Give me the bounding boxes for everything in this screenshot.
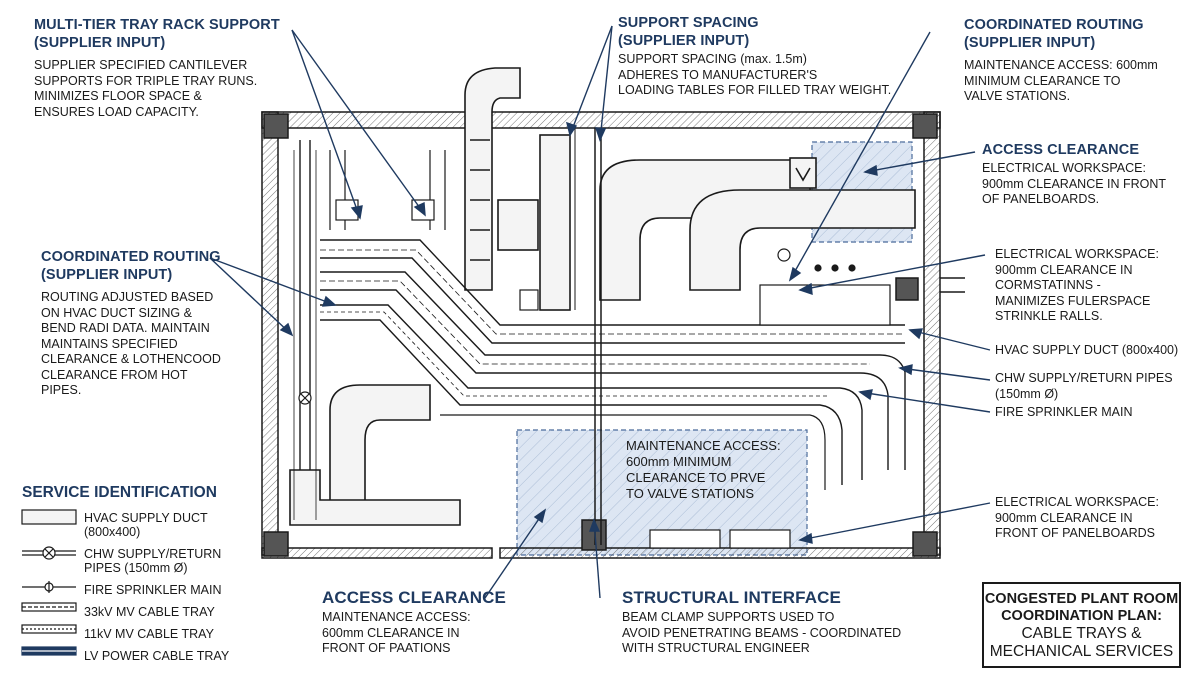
callout-multi-tier-support: MULTI-TIER TRAY RACK SUPPORT (SUPPLIER I… [34,16,280,120]
title-block-heading: CONGESTED PLANT ROOM COORDINATION PLAN: [984,591,1179,624]
callout-electrical-workspace-mid: ELECTRICAL WORKSPACE: 900mm CLEARANCE IN… [995,247,1159,325]
legend-label: 11kV MV CABLE TRAY [84,627,214,641]
legend-item-hvac-duct: HVAC SUPPLY DUCT (800x400) [20,508,235,544]
callout-access-clearance-bottom: ACCESS CLEARANCE MAINTENANCE ACCESS: 600… [322,588,506,657]
callout-body: ELECTRICAL WORKSPACE: 900mm CLEARANCE IN… [995,247,1159,323]
leader-lines [209,25,991,599]
service-identification-legend: SERVICE IDENTIFICATION HVAC SUPPLY DUCT … [20,484,235,668]
callout-body: CHW SUPPLY/RETURN PIPES (150mm Ø) [995,371,1173,401]
legend-item-33kv-tray: 33kV MV CABLE TRAY [20,602,235,624]
legend-item-chw-pipes: CHW SUPPLY/RETURN PIPES (150mm Ø) [20,544,235,580]
legend-title: SERVICE IDENTIFICATION [22,484,217,501]
drawing-title-block: CONGESTED PLANT ROOM COORDINATION PLAN: … [982,582,1181,668]
callout-chw-pipes: CHW SUPPLY/RETURN PIPES (150mm Ø) [995,371,1173,402]
hvac-riser-duct [464,67,521,291]
callout-heading: MULTI-TIER TRAY RACK SUPPORT (SUPPLIER I… [34,17,280,51]
callout-heading: STRUCTURAL INTERFACE [622,588,841,607]
legend-label: LV POWER CABLE TRAY [84,649,230,663]
legend-symbols [21,509,77,656]
callout-access-clearance-top: ACCESS CLEARANCE ELECTRICAL WORKSPACE: 9… [982,141,1166,208]
callout-heading: COORDINATED ROUTING (SUPPLIER INPUT) [964,17,1144,51]
title-block-subheading: CABLE TRAYS & MECHANICAL SERVICES [989,625,1174,660]
callout-heading: COORDINATED ROUTING (SUPPLIER INPUT) [41,249,221,283]
callout-support-spacing: SUPPORT SPACING (SUPPLIER INPUT) SUPPORT… [618,14,891,99]
legend-label: 33kV MV CABLE TRAY [84,605,215,619]
legend-item-11kv-tray: 11kV MV CABLE TRAY [20,624,235,646]
callout-body: BEAM CLAMP SUPPORTS USED TO AVOID PENETR… [622,610,902,655]
legend-label: CHW SUPPLY/RETURN PIPES (150mm Ø) [84,547,222,575]
callout-structural-interface: STRUCTURAL INTERFACE BEAM CLAMP SUPPORTS… [622,588,901,657]
callout-fire-sprinkler: FIRE SPRINKLER MAIN [995,405,1133,421]
callout-coordinated-routing-left: COORDINATED ROUTING (SUPPLIER INPUT) ROU… [41,248,221,399]
callout-body: SUPPORT SPACING (max. 1.5m) ADHERES TO M… [618,52,892,97]
legend-label: FIRE SPRINKLER MAIN [84,583,222,597]
callout-coordinated-routing-top: COORDINATED ROUTING (SUPPLIER INPUT) MAI… [964,16,1158,105]
callout-heading: ACCESS CLEARANCE [322,588,506,607]
callout-maintenance-zone: MAINTENANCE ACCESS: 600mm MINIMUM CLEARA… [626,438,781,502]
hvac-ducts [289,67,916,526]
room-walls [261,111,965,559]
callout-heading: ACCESS CLEARANCE [982,142,1140,158]
callout-heading: SUPPORT SPACING (SUPPLIER INPUT) [618,15,759,49]
callout-hvac-supply: HVAC SUPPLY DUCT (800x400) [995,343,1178,359]
callout-body: ELECTRICAL WORKSPACE: 900mm CLEARANCE IN… [995,495,1159,540]
callout-body: FIRE SPRINKLER MAIN [995,405,1133,419]
callout-body: HVAC SUPPLY DUCT (800x400) [995,343,1179,357]
legend-item-lv-tray: LV POWER CABLE TRAY [20,646,235,668]
callout-electrical-workspace-low: ELECTRICAL WORKSPACE: 900mm CLEARANCE IN… [995,495,1159,542]
callout-body: MAINTENANCE ACCESS: 600mm MINIMUM CLEARA… [626,438,781,501]
callout-body: MAINTENANCE ACCESS: 600mm CLEARANCE IN F… [322,610,471,655]
callout-body: MAINTENANCE ACCESS: 600mm MINIMUM CLEARA… [964,58,1158,103]
callout-body: ROUTING ADJUSTED BASED ON HVAC DUCT SIZI… [41,290,221,397]
hvac-duct-icon [21,509,77,525]
tray-rack-supports [298,199,891,549]
legend-label: HVAC SUPPLY DUCT (800x400) [84,511,208,539]
legend-item-sprinkler-main: FIRE SPRINKLER MAIN [20,580,235,602]
callout-body: ELECTRICAL WORKSPACE: 900mm CLEARANCE IN… [982,161,1167,206]
callout-body: SUPPLIER SPECIFIED CANTILEVER SUPPORTS F… [34,58,258,119]
